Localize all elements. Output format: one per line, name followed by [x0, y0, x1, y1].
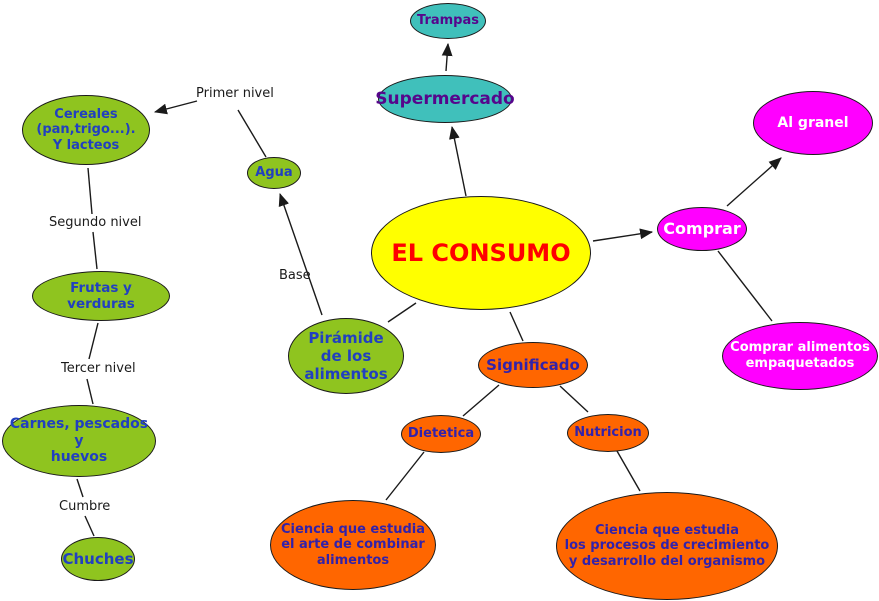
edge-supermercado-trampas [441, 42, 453, 72]
edge-carnes-cumbre [76, 478, 84, 498]
node-cereales[interactable]: Cereales (pan,trigo...). Y lacteos [22, 95, 150, 165]
node-label: Chuches [62, 550, 134, 568]
node-label: Comprar [663, 219, 741, 239]
node-trampas[interactable]: Trampas [410, 3, 486, 39]
node-frutas[interactable]: Frutas y verduras [32, 271, 170, 321]
edge-consumo-comprar [592, 228, 654, 242]
node-comprar[interactable]: Comprar [657, 207, 747, 251]
node-label: Cereales (pan,trigo...). Y lacteos [36, 106, 136, 153]
node-nutricion[interactable]: Nutricion [567, 414, 649, 452]
node-label: Ciencia que estudia el arte de combinar … [281, 521, 425, 568]
node-al-granel[interactable]: Al granel [753, 91, 873, 155]
edge-label-segundo-nivel: Segundo nivel [49, 215, 142, 230]
edge-primernivel-cereales [153, 100, 198, 115]
node-comprar-empaquetados[interactable]: Comprar alimentos empaquetados [722, 322, 878, 390]
edge-nutricion-ciencia2 [616, 450, 641, 492]
edge-consumo-significado [509, 311, 524, 342]
edge-cereales-segundonivel [87, 167, 93, 215]
node-piramide[interactable]: Pirámide de los alimentos [288, 318, 404, 394]
node-dietetica[interactable]: Dietetica [401, 415, 481, 453]
edge-consumo-piramide [387, 302, 417, 323]
node-agua[interactable]: Agua [247, 157, 301, 189]
node-chuches[interactable]: Chuches [61, 537, 135, 581]
edge-consumo-supermercado [449, 125, 467, 197]
node-supermercado[interactable]: Supermercado [375, 75, 515, 123]
node-el-consumo[interactable]: EL CONSUMO [371, 196, 591, 310]
node-label: Ciencia que estudia los procesos de crec… [564, 522, 770, 569]
node-carnes[interactable]: Carnes, pescados y huevos [2, 405, 156, 477]
node-label: Dietetica [407, 426, 475, 442]
node-label: EL CONSUMO [391, 238, 571, 267]
edge-comprar-empaquetados [717, 250, 773, 322]
edge-label-tercer-nivel: Tercer nivel [61, 361, 136, 376]
node-label: Agua [255, 165, 293, 181]
edge-agua-primernivel [237, 109, 267, 158]
edge-dietetica-ciencia1 [385, 451, 425, 501]
node-label: Supermercado [375, 88, 515, 109]
node-significado[interactable]: Significado [478, 342, 588, 388]
edge-significado-dietetica [462, 384, 500, 417]
node-label: Pirámide de los alimentos [304, 329, 388, 383]
node-label: Frutas y verduras [67, 279, 135, 312]
node-label: Significado [486, 356, 580, 374]
node-label: Carnes, pescados y huevos [9, 415, 149, 466]
node-ciencia-dietetica[interactable]: Ciencia que estudia el arte de combinar … [270, 500, 436, 590]
node-label: Trampas [417, 13, 479, 29]
edge-comprar-algranel [726, 157, 782, 207]
node-label: Al granel [777, 114, 849, 131]
edge-segundonivel-frutas [92, 231, 98, 270]
edge-piramide-agua [278, 192, 323, 316]
edge-tercernivel-carnes [86, 378, 94, 405]
edge-label-primer-nivel: Primer nivel [196, 86, 274, 101]
edge-label-base: Base [279, 268, 311, 283]
edge-label-cumbre: Cumbre [59, 499, 111, 514]
edge-significado-nutricion [559, 385, 589, 413]
edge-cumbre-chuches [84, 515, 95, 537]
edge-frutas-tercernivel [88, 322, 99, 360]
node-ciencia-nutricion[interactable]: Ciencia que estudia los procesos de crec… [556, 492, 778, 600]
node-label: Nutricion [574, 425, 642, 441]
node-label: Comprar alimentos empaquetados [730, 340, 870, 371]
